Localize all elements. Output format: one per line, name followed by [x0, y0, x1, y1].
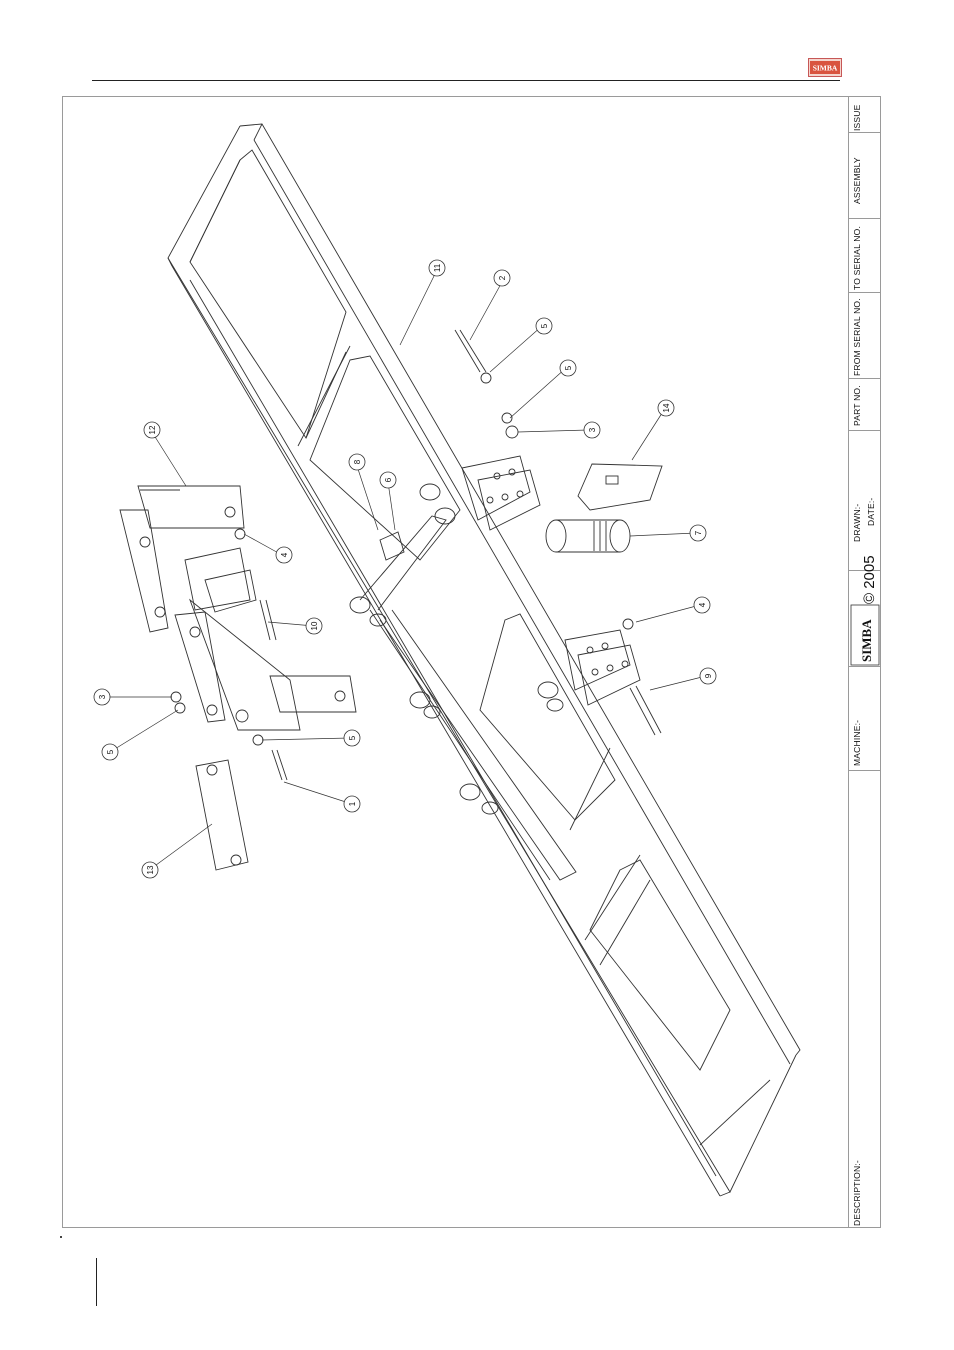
simba-title-mark: SIMBA	[850, 604, 880, 666]
callout-label: 11	[433, 263, 442, 272]
copyright-text: © 2005	[861, 555, 878, 604]
frame-rail-left-outer	[168, 126, 796, 1192]
date-label: DATE:-	[866, 498, 876, 526]
drawn-label: DRAWN:-	[852, 504, 862, 542]
callout-label: 2	[498, 275, 507, 280]
part-no-label: PART NO.	[852, 385, 862, 426]
callout-label: 9	[704, 673, 713, 678]
callout-label: 5	[106, 749, 115, 754]
callout-label: 5	[348, 735, 357, 740]
callout-label: 12	[148, 425, 157, 434]
callout-label: 8	[353, 459, 362, 464]
callout-label: 5	[540, 323, 549, 328]
callout-label: 5	[564, 365, 573, 370]
from-serial-label: FROM SERIAL NO.	[852, 298, 862, 376]
frame-rail-right	[240, 124, 800, 1055]
callout-label: 7	[694, 530, 703, 535]
callout-label: 10	[310, 621, 319, 630]
simba-title-mark-text: SIMBA	[859, 619, 874, 662]
callout-label: 1	[348, 801, 357, 806]
machine-label: MACHINE:-	[852, 720, 862, 766]
bottom-rule	[96, 1258, 97, 1306]
callout-label: 14	[662, 403, 671, 412]
callout-label: 4	[698, 602, 707, 607]
issue-label: ISSUE	[852, 104, 862, 131]
to-serial-label: TO SERIAL NO.	[852, 226, 862, 290]
assembly-label: ASSEMBLY	[852, 157, 862, 204]
description-label: DESCRIPTION:-	[852, 1160, 862, 1226]
callout-label: 3	[98, 694, 107, 699]
page-dot	[60, 1236, 62, 1238]
callout-label: 6	[384, 477, 393, 482]
callout-label: 4	[280, 552, 289, 557]
callout-label: 13	[146, 865, 155, 874]
callout-label: 3	[588, 427, 597, 432]
